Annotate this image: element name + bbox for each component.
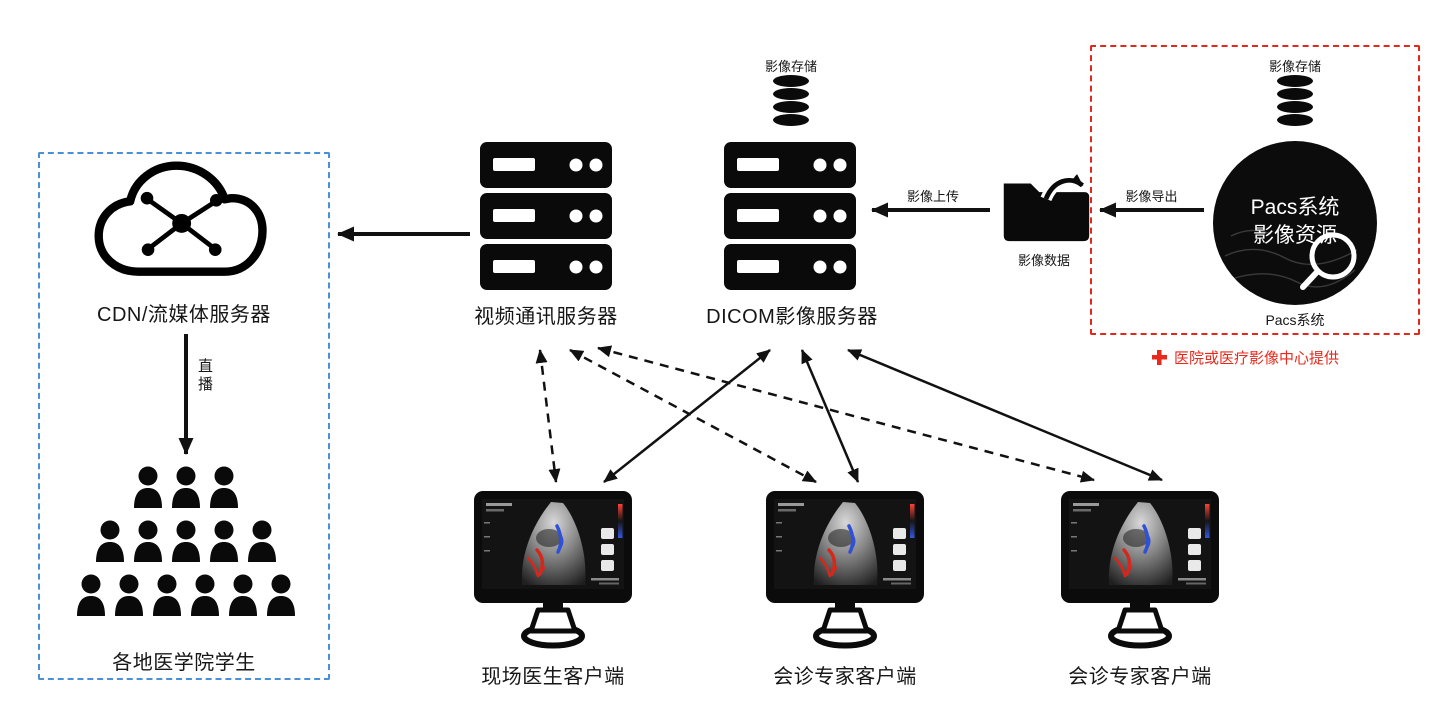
dicom-server-label: DICOM影像服务器 — [706, 306, 878, 328]
client-monitor-3 — [1060, 490, 1220, 650]
students-label: 各地医学院学生 — [112, 652, 256, 674]
cdn-group-box — [38, 152, 330, 680]
folder-icon — [1003, 173, 1090, 242]
pacs-group-box — [1090, 45, 1420, 335]
client-label-3: 会诊专家客户端 — [1068, 666, 1212, 688]
video-server-icon — [480, 142, 612, 290]
folder-label: 影像数据 — [1017, 253, 1070, 268]
provider-note: 医院或医疗影像中心提供 — [1152, 347, 1339, 368]
provider-note-text: 医院或医疗影像中心提供 — [1174, 350, 1340, 367]
pacs-storage-label: 影像存储 — [1268, 59, 1321, 74]
cdn-label: CDN/流媒体服务器 — [97, 304, 271, 326]
link-dicom-client1 — [603, 349, 771, 483]
magnifier-icon — [1300, 232, 1357, 290]
cdn-cloud-icon — [94, 161, 267, 276]
link-video-client1 — [535, 349, 561, 483]
link-video-client2 — [569, 348, 817, 484]
dicom-storage-icon — [771, 74, 811, 130]
link-dicom-client3 — [847, 348, 1163, 482]
client-monitor-2 — [765, 490, 925, 650]
dicom-server-icon — [724, 142, 856, 290]
video-server-label: 视频通讯服务器 — [474, 306, 618, 328]
live-label: 直播 — [196, 358, 213, 394]
plus-icon — [1152, 350, 1167, 365]
link-video-client3 — [597, 345, 1095, 483]
pacs-storage-icon — [1275, 74, 1315, 130]
upload-label: 影像上传 — [906, 189, 959, 204]
pacs-circle: Pacs系统 影像资源 — [1213, 141, 1377, 305]
students-icon — [77, 466, 295, 616]
dicom-storage-label: 影像存储 — [764, 59, 817, 74]
pacs-caption: Pacs系统 — [1265, 312, 1325, 328]
export-label: 影像导出 — [1125, 189, 1178, 204]
client-monitor-1 — [473, 490, 633, 650]
client-label-2: 会诊专家客户端 — [773, 666, 917, 688]
client-label-1: 现场医生客户端 — [481, 666, 625, 688]
pacs-circle-line1: Pacs系统 — [1251, 196, 1340, 219]
